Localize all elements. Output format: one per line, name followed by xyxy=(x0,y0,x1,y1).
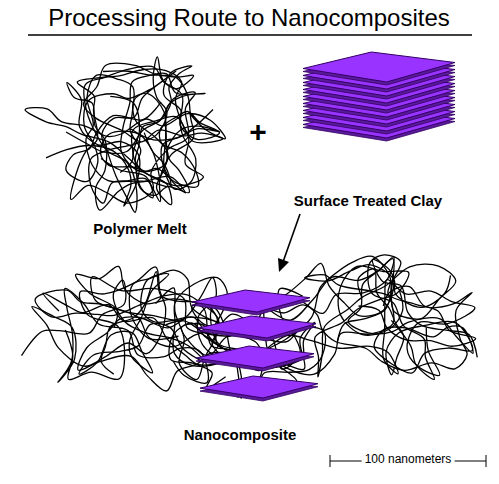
polymer-chain xyxy=(305,264,456,377)
nanocomposite-tangle xyxy=(22,255,478,399)
component-label: Surface Treated Clay xyxy=(294,192,442,209)
plus-sign: + xyxy=(249,115,267,150)
process-arrow xyxy=(278,214,300,272)
component-label: Polymer Melt xyxy=(93,220,186,237)
clay-stack xyxy=(303,52,455,141)
exfoliated-clay xyxy=(192,290,318,401)
clay-platelet xyxy=(198,316,316,338)
clay-platelet xyxy=(200,376,318,398)
clay-platelet xyxy=(303,52,455,82)
polymer-chain xyxy=(83,57,223,203)
polymer-chain xyxy=(43,266,248,365)
diagram-title: Processing Route to Nanocomposites xyxy=(48,4,450,32)
scale-label: 100 nanometers xyxy=(362,453,455,467)
polymer-melt-tangle xyxy=(25,57,225,212)
title-underline xyxy=(28,34,472,36)
clay-platelet xyxy=(196,346,314,368)
clay-platelet xyxy=(192,290,310,312)
product-label: Nanocomposite xyxy=(184,426,297,443)
polymer-chain xyxy=(25,66,225,187)
polymer-chain xyxy=(32,267,209,383)
